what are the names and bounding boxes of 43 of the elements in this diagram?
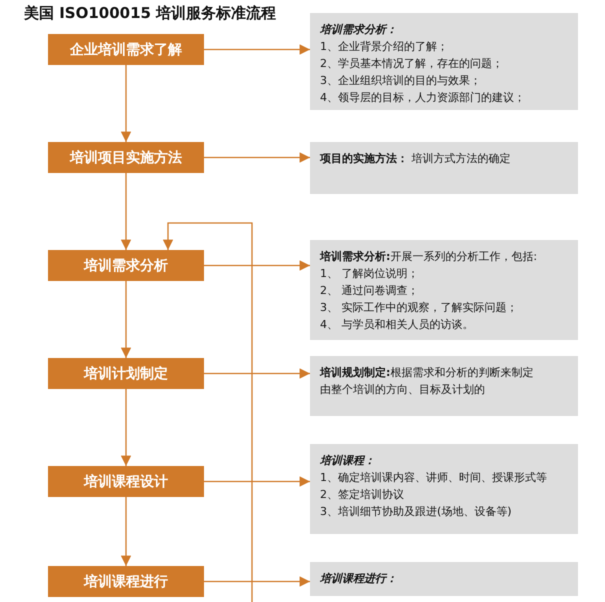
note-text: 培训需求分析:开展一系列的分析工作，包括: xyxy=(320,249,538,265)
note-text: 由整个培训的方向、目标及计划的 xyxy=(320,382,486,398)
note-heading: 培训课程进行： xyxy=(320,571,398,587)
process-box: 培训项目实施方法 xyxy=(48,142,204,173)
note-box xyxy=(310,444,578,534)
arrow xyxy=(204,44,310,55)
note-text: 1、 了解岗位说明； xyxy=(320,266,420,282)
note-text: 培训规划制定:根据需求和分析的判断来制定 xyxy=(320,365,534,381)
arrow xyxy=(120,389,132,466)
diagram-title: 美国 ISO100015 培训服务标准流程 xyxy=(24,4,276,23)
note-text: 1、企业背景介绍的了解； xyxy=(320,39,449,55)
arrow xyxy=(204,476,310,487)
process-box: 企业培训需求了解 xyxy=(48,34,204,65)
note-box xyxy=(310,142,578,194)
note-box xyxy=(310,562,578,596)
note-text: 2、 通过问卷调查； xyxy=(320,283,420,299)
process-box: 培训课程进行 xyxy=(48,566,204,597)
note-text: 4、 与学员和相关人员的访谈。 xyxy=(320,317,474,333)
arrow xyxy=(204,152,310,163)
note-text: 3、企业组织培训的目的与效果； xyxy=(320,73,482,89)
arrow xyxy=(204,368,310,379)
process-box: 培训需求分析 xyxy=(48,250,204,281)
arrow xyxy=(162,222,253,602)
note-text: 3、培训细节协助及跟进(场地、设备等) xyxy=(320,504,513,520)
note-text: 3、 实际工作中的观察，了解实际问题； xyxy=(320,300,518,316)
note-text: 2、签定培训协议 xyxy=(320,487,405,503)
arrow xyxy=(204,260,310,271)
process-box: 培训课程设计 xyxy=(48,466,204,497)
note-text: 4、领导层的目标，人力资源部门的建议； xyxy=(320,90,526,106)
note-text: 2、学员基本情况了解，存在的问题； xyxy=(320,56,504,72)
note-box xyxy=(310,13,578,110)
arrow xyxy=(120,281,132,358)
note-heading: 培训需求分析： xyxy=(320,22,398,38)
arrow xyxy=(204,576,310,587)
note-text: 项目的实施方法： 培训方式方法的确定 xyxy=(320,151,512,167)
arrow xyxy=(120,497,132,566)
note-text: 1、确定培训课内容、讲师、时间、授课形式等 xyxy=(320,470,548,486)
note-box xyxy=(310,240,578,340)
arrow xyxy=(120,65,132,142)
arrow xyxy=(120,173,132,250)
note-box xyxy=(310,356,578,416)
note-heading: 培训课程： xyxy=(320,453,376,469)
process-box: 培训计划制定 xyxy=(48,358,204,389)
